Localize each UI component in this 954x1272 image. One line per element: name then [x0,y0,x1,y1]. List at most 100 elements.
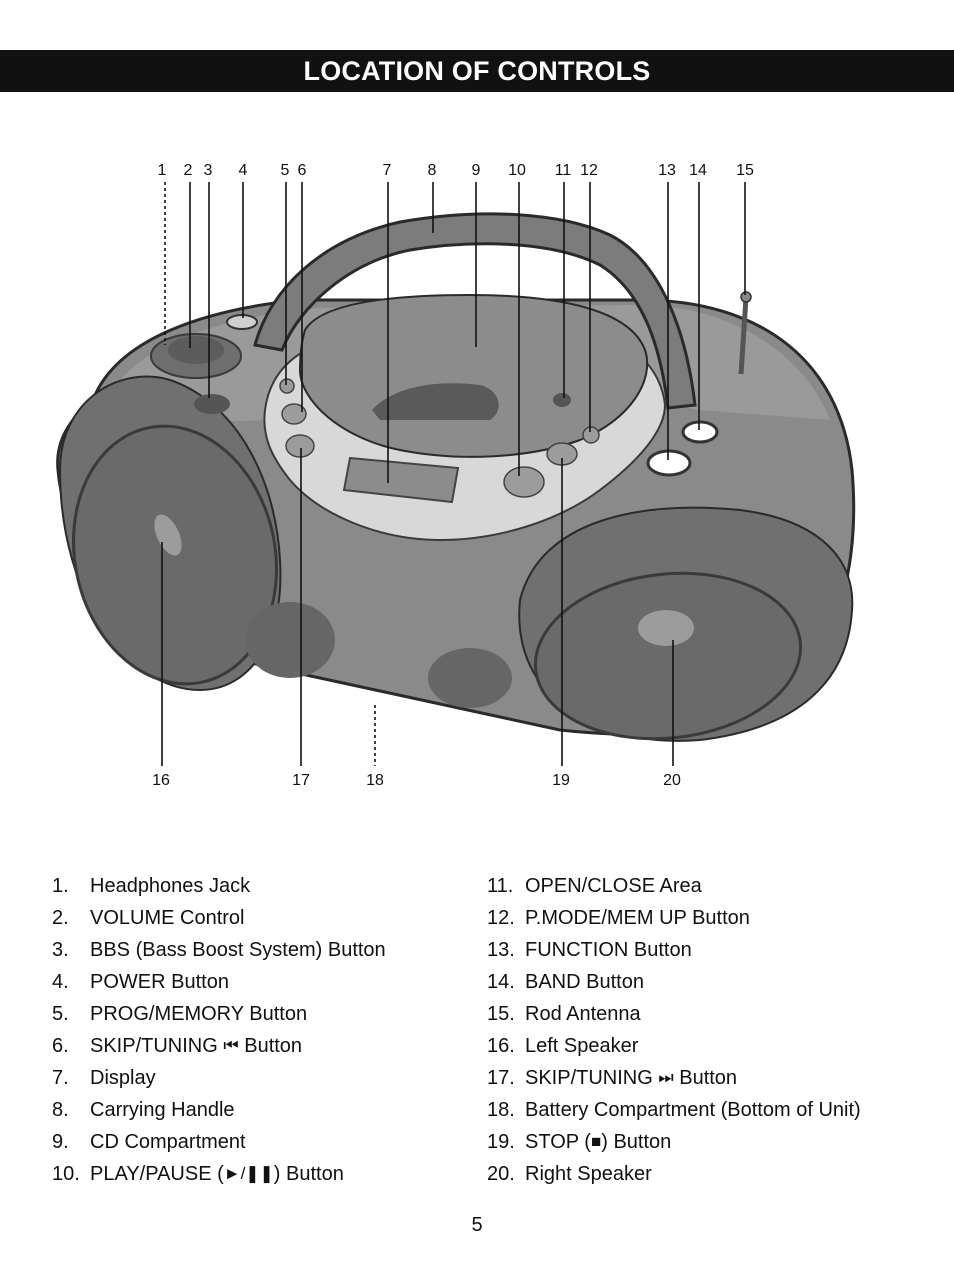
pmode-button [582,426,600,444]
callout-20: 20 [663,772,681,789]
item-label: Rod Antenna [525,1003,641,1025]
page-title: LOCATION OF CONTROLS [303,55,651,86]
list-item: 4. POWER Button [52,966,386,998]
item-number: 5. [52,1003,69,1025]
item-number: 19. [487,1131,515,1153]
skip-back-icon: ⏮ [223,1036,239,1055]
callout-3: 3 [204,162,213,179]
callout-16: 16 [152,772,170,789]
rod-antenna [738,297,749,375]
callout-7: 7 [383,162,392,179]
item-label: Left Speaker [525,1035,639,1057]
controls-list-left: 1. Headphones Jack 2. VOLUME Control 3. BBS… [52,870,386,1190]
callout-10: 10 [508,162,526,179]
item-number: 3. [52,939,69,961]
item-number: 1. [52,875,69,897]
display-window [342,456,460,504]
item-number: 13. [487,939,515,961]
item-label: POWER Button [90,971,229,993]
callout-18: 18 [366,772,384,789]
item-number: 14. [487,971,515,993]
item-number: 2. [52,907,69,929]
item-number: 11. [487,875,514,897]
power-button [226,314,258,330]
item-number: 12. [487,907,515,929]
callout-15: 15 [736,162,754,179]
item-label: VOLUME Control [90,907,245,929]
item-label: SKIP/TUNING [525,1067,653,1089]
item-label: FUNCTION Button [525,939,692,961]
list-item: 7.Display [52,1062,386,1094]
list-item: 10. PLAY/PAUSE (►/❚❚) Button [52,1158,386,1190]
callout-19: 19 [552,772,570,789]
list-item: 18.Battery Compartment (Bottom of Unit) [487,1094,861,1126]
item-suffix: ) Button [273,1163,344,1185]
list-item: 2. VOLUME Control [52,902,386,934]
right-speaker-cap [638,610,694,646]
callout-5: 5 [281,162,290,179]
callout-1: 1 [158,162,167,179]
item-number: 8. [52,1099,69,1121]
item-number: 16. [487,1035,515,1057]
list-item: 15.Rod Antenna [487,998,861,1030]
callout-13: 13 [658,162,676,179]
item-label: OPEN/CLOSE Area [525,875,702,897]
item-label: STOP ( [525,1131,591,1153]
callout-17: 17 [292,772,310,789]
cd-lid-window [372,383,499,420]
left-speaker-cap [154,514,182,556]
right-speaker [533,571,803,741]
item-label: Battery Compartment (Bottom of Unit) [525,1099,861,1121]
callout-4: 4 [239,162,248,179]
callout-8: 8 [428,162,437,179]
item-label: BBS (Bass Boost System) Button [90,939,386,961]
boombox-diagram: 1 2 3 4 5 6 7 8 9 10 11 12 13 14 15 16 1… [56,162,856,789]
skip-forward-icon: ⏭ [658,1068,674,1087]
play-pause-icon: ►/❚❚ [223,1164,274,1183]
play-pause-button [503,466,545,498]
list-item: 6.SKIP/TUNING ⏮ Button [52,1030,386,1062]
callouts-top: 1 2 3 4 5 6 7 8 9 10 11 12 13 14 15 [158,162,754,179]
item-label: P.MODE/MEM UP Button [525,907,750,929]
callout-6: 6 [298,162,307,179]
header-bar: LOCATION OF CONTROLS [0,50,954,92]
list-item: 1. Headphones Jack [52,870,386,902]
item-label: CD Compartment [90,1131,246,1153]
stop-icon: ■ [590,1132,602,1151]
callout-14: 14 [689,162,707,179]
item-label: PLAY/PAUSE ( [90,1163,224,1185]
item-label: Right Speaker [525,1163,652,1185]
leader-lines [161,182,746,766]
item-suffix: Button [673,1067,738,1089]
item-label: PROG/MEMORY Button [90,1003,308,1025]
list-item: 12. P.MODE/MEM UP Button [487,902,861,934]
item-number: 4. [52,971,69,993]
antenna-tip [740,291,752,303]
callout-2: 2 [184,162,193,179]
list-item: 8. Carrying Handle [52,1094,386,1126]
list-item: 19.STOP (■) Button [487,1126,861,1158]
item-label: BAND Button [525,971,644,993]
prog-memory-button [279,378,295,394]
list-item: 14. BAND Button [487,966,861,998]
list-item: 5. PROG/MEMORY Button [52,998,386,1030]
callout-12: 12 [580,162,598,179]
list-item: 11. OPEN/CLOSE Area [487,870,861,902]
item-number: 9. [52,1131,69,1153]
callout-11: 11 [555,162,572,179]
item-number: 10. [52,1163,80,1185]
item-number: 17. [487,1067,515,1089]
list-item: 3. BBS (Bass Boost System) Button [52,934,386,966]
bottom-vent-right [428,648,512,708]
band-button [681,420,719,444]
item-label: Headphones Jack [90,875,251,897]
skip-forward-button [285,434,315,458]
carrying-handle [253,212,697,410]
bottom-vent-left [245,602,335,678]
item-label: Carrying Handle [90,1099,235,1121]
open-close-area [553,393,571,407]
list-item: 13. FUNCTION Button [487,934,861,966]
list-item: 17. SKIP/TUNING ⏭ Button [487,1062,861,1094]
list-item: 20.Right Speaker [487,1158,861,1190]
bbs-button [194,394,230,414]
